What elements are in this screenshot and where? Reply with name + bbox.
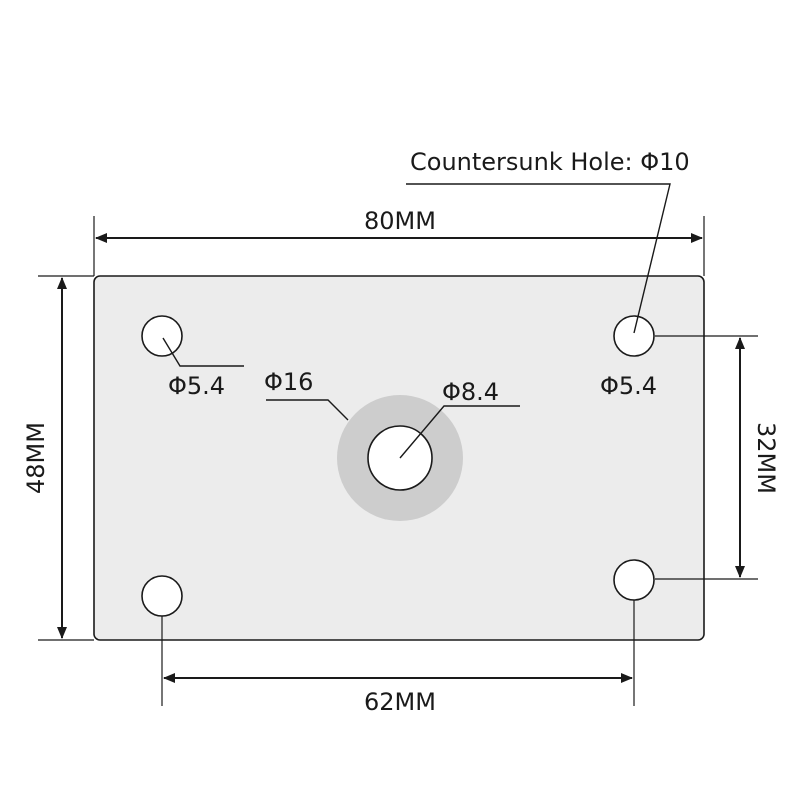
countersink-outer-label: Φ16: [264, 368, 313, 396]
leader-countersink: [266, 399, 349, 421]
hole-top-left-label: Φ5.4: [168, 372, 225, 400]
callout-label: Countersunk Hole: Φ10: [410, 148, 690, 176]
hole-top-left: [141, 315, 183, 357]
hole-bottom-right: [613, 559, 655, 601]
height-label: 48MM: [22, 422, 50, 494]
hole-top-right-label: Φ5.4: [600, 372, 657, 400]
leader-top-left: [162, 337, 244, 367]
leader-center-hole: [399, 405, 520, 459]
spacing-x-label: 62MM: [364, 688, 436, 716]
spacing-y-label: 32MM: [752, 422, 780, 494]
hole-top-right: [613, 315, 655, 357]
hole-bottom-left: [141, 575, 183, 617]
center-hole-label: Φ8.4: [442, 378, 499, 406]
width-label: 80MM: [364, 207, 436, 235]
leader-callout: [406, 183, 671, 334]
